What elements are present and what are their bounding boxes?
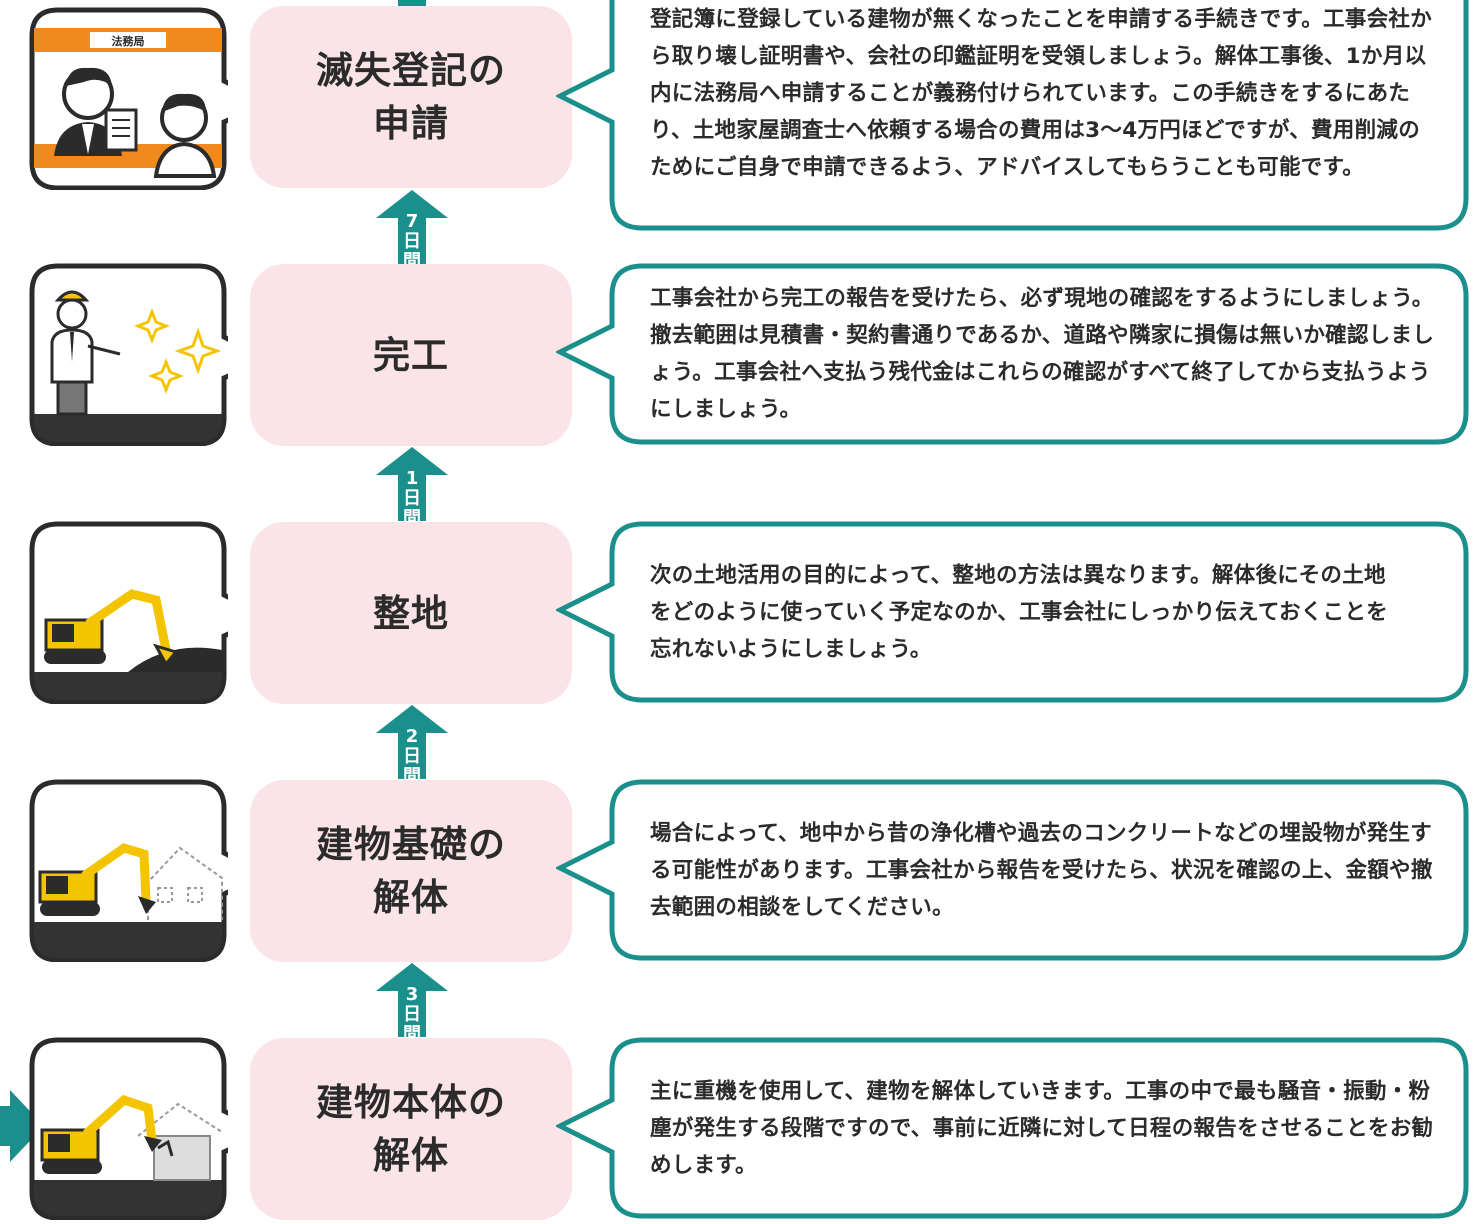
excavator-demolition-illustration — [28, 1036, 228, 1220]
description-text: 工事会社から完工の報告を受けたら、必ず現地の確認をするようにしましょう。撤去範囲… — [650, 286, 1435, 422]
description-text: 登記簿に登録している建物が無くなったことを申請する手続きです。工事会社から取り壊… — [650, 6, 1433, 180]
duration-unit: 日 — [403, 1004, 421, 1025]
duration-days: 2 — [405, 726, 419, 747]
description-box-main-structure: 主に重機を使用して、建物を解体していきます。工事の中で最も騒音・振動・粉塵が発生… — [556, 1036, 1470, 1220]
step-registration: 滅失登記の 申請 — [250, 6, 572, 188]
description-box-leveling: 次の土地活用の目的によって、整地の方法は異なります。解体後にその土地をどのように… — [556, 520, 1470, 704]
duration-days: 1 — [405, 468, 419, 489]
excavator-leveling-illustration — [28, 520, 228, 704]
incoming-arrow-icon — [0, 1090, 44, 1162]
step-title: 建物本体の 解体 — [316, 1081, 506, 1177]
excavator-foundation-illustration — [28, 778, 228, 962]
duration-arrow-2: 2 日 間 — [376, 705, 448, 787]
duration-unit: 日 — [403, 231, 421, 252]
duration-arrow-7: 7 日 間 — [376, 190, 448, 272]
inspector-illustration — [28, 262, 228, 446]
step-main-structure: 建物本体の 解体 — [250, 1038, 572, 1220]
top-connector-stub — [398, 0, 426, 8]
description-text: 次の土地活用の目的によって、整地の方法は異なります。解体後にその土地をどのように… — [650, 562, 1388, 662]
step-title: 建物基礎の 解体 — [316, 823, 506, 919]
step-title: 滅失登記の 申請 — [316, 49, 506, 145]
step-title: 完工 — [373, 333, 449, 377]
step-leveling: 整地 — [250, 522, 572, 704]
description-text: 場合によって、地中から昔の浄化槽や過去のコンクリートなどの埋設物が発生する可能性… — [650, 820, 1433, 920]
step-completion: 完工 — [250, 264, 572, 446]
description-box-registration: 登記簿に登録している建物が無くなったことを申請する手続きです。工事会社から取り壊… — [556, 0, 1470, 231]
legal-office-illustration: 法務局 — [28, 6, 228, 190]
duration-days: 3 — [405, 984, 419, 1005]
description-box-completion: 工事会社から完工の報告を受けたら、必ず現地の確認をするようにしましょう。撤去範囲… — [556, 262, 1470, 446]
description-text: 主に重機を使用して、建物を解体していきます。工事の中で最も騒音・振動・粉塵が発生… — [650, 1078, 1434, 1178]
duration-arrow-1: 1 日 間 — [376, 447, 448, 529]
duration-arrow-3: 3 日 間 — [376, 963, 448, 1045]
description-box-foundation: 場合によって、地中から昔の浄化槽や過去のコンクリートなどの埋設物が発生する可能性… — [556, 778, 1470, 962]
duration-days: 7 — [405, 211, 419, 232]
step-title: 整地 — [373, 591, 449, 635]
duration-unit: 日 — [403, 488, 421, 509]
step-foundation: 建物基礎の 解体 — [250, 780, 572, 962]
duration-unit: 日 — [403, 746, 421, 767]
legal-office-sign: 法務局 — [112, 34, 145, 48]
